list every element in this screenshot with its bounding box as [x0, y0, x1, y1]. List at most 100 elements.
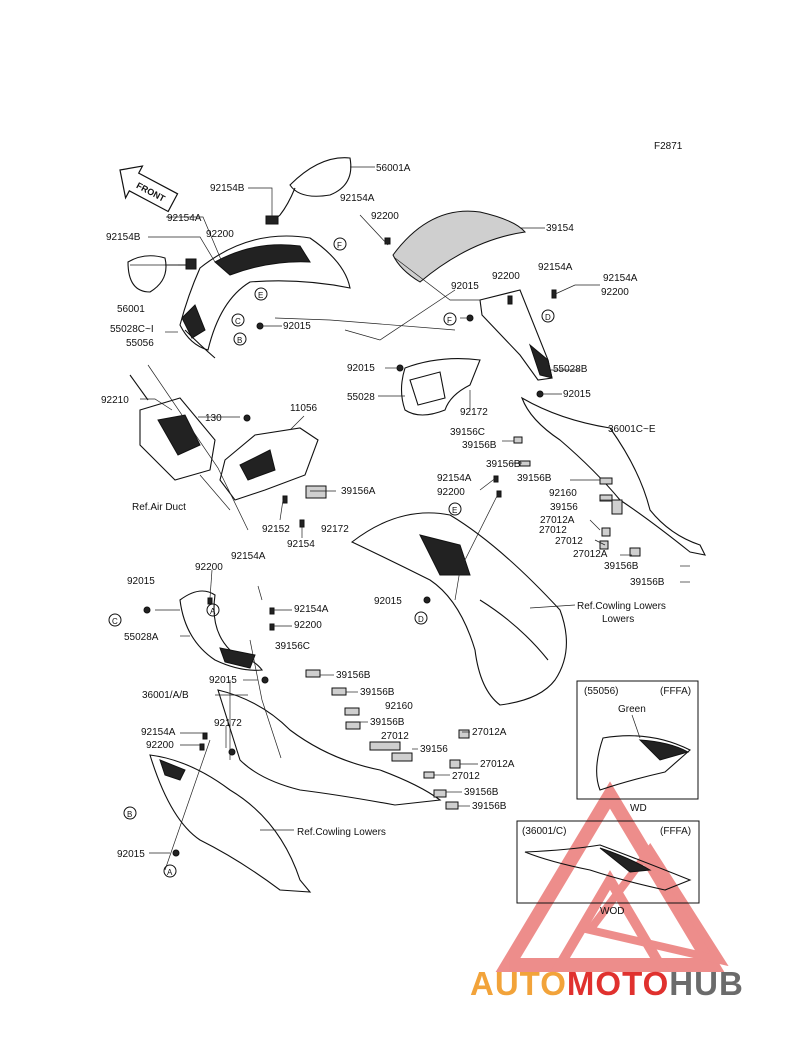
label-92015-mid: 92015 — [347, 363, 375, 374]
inset-2-spec: (FFFA) — [660, 826, 691, 837]
label-39156b: 39156B — [472, 801, 507, 812]
label-130: 130 — [205, 413, 222, 424]
label-92200: 92200 — [437, 487, 465, 498]
label-27012: 27012 — [452, 771, 480, 782]
callout-c: C — [231, 313, 245, 327]
label-39156c: 39156C — [275, 641, 310, 652]
mirror-right — [265, 157, 352, 225]
svg-text:F: F — [337, 241, 342, 250]
label-92200: 92200 — [195, 562, 223, 573]
label-27012a: 27012A — [573, 549, 608, 560]
inset-1-code: (55056) — [584, 686, 618, 697]
label-92200: 92200 — [492, 271, 520, 282]
inset-2-model: WOD — [600, 906, 624, 917]
label-92015: 92015 — [117, 849, 145, 860]
inner-panel-55028 — [400, 358, 481, 416]
label-55028c-i: 55028C~I — [110, 324, 154, 335]
bracket-55028b — [479, 289, 553, 381]
label-27012a: 27012A — [472, 727, 507, 738]
callout-a: A — [206, 603, 220, 617]
label-39156b: 39156B — [604, 561, 639, 572]
label-92015: 92015 — [374, 596, 402, 607]
label-92172: 92172 — [460, 407, 488, 418]
label-92200: 92200 — [294, 620, 322, 631]
label-92015: 92015 — [563, 389, 591, 400]
front-arrow-icon: FRONT — [119, 165, 179, 213]
label-56001: 56001 — [117, 304, 145, 315]
label-92154a: 92154A — [294, 604, 329, 615]
inset-55056: (55056) (FFFA) Green WD — [576, 680, 699, 814]
inset-2-code: (36001/C) — [522, 826, 566, 837]
label-92160: 92160 — [385, 701, 413, 712]
label-27012-b: 27012 — [555, 536, 583, 547]
callout-f: F — [443, 312, 457, 326]
label-92200: 92200 — [146, 740, 174, 751]
label-55028a: 55028A — [124, 632, 159, 643]
label-92015: 92015 — [127, 576, 155, 587]
watermark-logo-triangle — [495, 781, 729, 972]
callout-d: D — [414, 611, 428, 625]
middle-cowl — [350, 512, 567, 706]
part-labels: 56001A 92154B 92154A 92200 39154 92154A … — [101, 163, 665, 860]
label-27012a: 27012A — [540, 515, 575, 526]
svg-text:E: E — [258, 291, 263, 300]
label-39156b: 39156B — [336, 670, 371, 681]
leader-lines — [130, 166, 690, 871]
label-92154a: 92154A — [437, 473, 472, 484]
label-92200: 92200 — [371, 211, 399, 222]
label-92154b: 92154B — [210, 183, 245, 194]
inset-1-spec: (FFFA) — [660, 686, 691, 697]
windshield — [392, 210, 526, 283]
label-27012: 27012 — [381, 731, 409, 742]
label-92015: 92015 — [451, 281, 479, 292]
label-39156b: 39156B — [486, 459, 521, 470]
callout-e: E — [448, 502, 462, 516]
label-92154: 92154 — [287, 539, 315, 550]
watermark-part-moto: MOTO — [566, 965, 670, 1002]
inset-1-model: WD — [630, 803, 647, 814]
label-92154a: 92154A — [538, 262, 573, 273]
label-92200: 92200 — [206, 229, 234, 240]
callout-d: D — [541, 309, 555, 323]
inset-36001c: (36001/C) (FFFA) WOD — [516, 820, 700, 917]
label-39156: 39156 — [420, 744, 448, 755]
nose-cowl — [179, 590, 263, 671]
bracket-11056 — [219, 427, 319, 501]
label-92154a: 92154A — [603, 273, 638, 284]
svg-text:D: D — [418, 615, 424, 624]
label-27012: 27012 — [539, 525, 567, 536]
callout-b: B — [233, 332, 247, 346]
label-36001c-e: 36001C~E — [608, 424, 656, 435]
label-39156b: 39156B — [630, 577, 665, 588]
label-39156b: 39156B — [517, 473, 552, 484]
svg-text:C: C — [112, 617, 118, 626]
mirror-left — [127, 255, 197, 293]
label-39156c: 39156C — [450, 427, 485, 438]
label-92015: 92015 — [283, 321, 311, 332]
side-cowl-right — [520, 396, 706, 556]
label-92154a: 92154A — [141, 727, 176, 738]
label-92154a: 92154A — [167, 213, 202, 224]
ref-air-duct: Ref.Air Duct — [132, 502, 186, 513]
label-39156a: 39156A — [341, 486, 376, 497]
label-55056: 55056 — [126, 338, 154, 349]
callout-f: F — [333, 237, 347, 251]
label-39156b: 39156B — [464, 787, 499, 798]
watermark-part-auto: AUTO — [470, 965, 567, 1002]
watermark-part-hub: HUB — [669, 965, 744, 1002]
figure-code: F2871 — [654, 141, 683, 152]
label-55028: 55028 — [347, 392, 375, 403]
svg-text:B: B — [237, 336, 242, 345]
ref-cowling-lowers-2: Ref.Cowling Lowers — [297, 827, 386, 838]
callout-b: B — [123, 806, 137, 820]
callout-a: A — [163, 864, 177, 878]
callout-c: C — [108, 613, 122, 627]
inset-1-color: Green — [618, 704, 646, 715]
air-duct — [129, 374, 216, 481]
label-39156b: 39156B — [360, 687, 395, 698]
label-92154a: 92154A — [340, 193, 375, 204]
svg-text:F: F — [447, 316, 452, 325]
label-56001a: 56001A — [376, 163, 411, 174]
label-92210: 92210 — [101, 395, 129, 406]
side-cowl-lower — [149, 689, 442, 893]
